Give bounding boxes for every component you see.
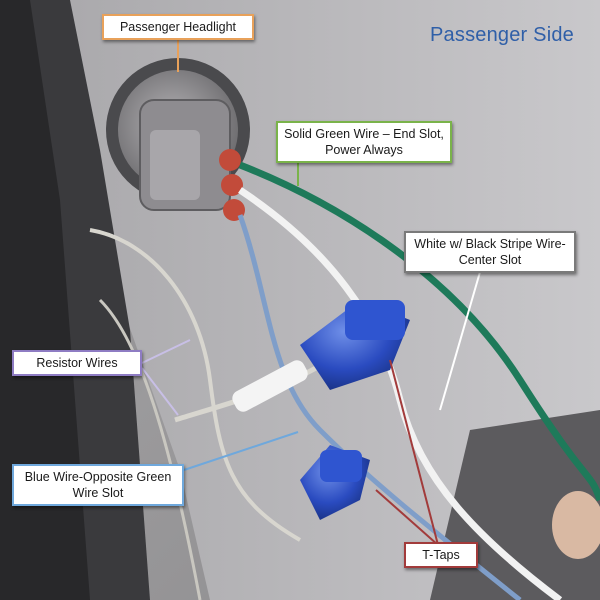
- t-tap-upper-cap: [345, 300, 405, 340]
- headlight-callout: Passenger Headlight: [102, 14, 254, 40]
- resistor-body: [232, 360, 308, 412]
- headlight-label: Passenger Headlight: [119, 20, 237, 34]
- blue-wire-label-line1: Blue Wire-Opposite Green: [24, 470, 172, 484]
- resistor-arrow-2: [141, 367, 179, 416]
- resistor-callout: Resistor Wires: [12, 350, 142, 376]
- resistor-wire-3: [98, 298, 202, 600]
- blue-wire-label-line2: Wire Slot: [72, 486, 124, 500]
- terminal-1: [219, 149, 241, 171]
- ttap-arrow-2: [375, 489, 439, 546]
- t-tap-lower-cap: [320, 450, 362, 482]
- resistor-label: Resistor Wires: [36, 356, 118, 370]
- white-wire-label-line1: White w/ Black Stripe Wire-: [414, 237, 566, 251]
- resistor-arrow-1: [141, 339, 191, 364]
- dark-frame-shadow: [0, 0, 90, 600]
- blue-wire: [237, 214, 522, 600]
- blue-wire-callout: Blue Wire-Opposite Green Wire Slot: [12, 464, 184, 506]
- page-title: Passenger Side: [430, 24, 575, 46]
- connector-latch: [150, 130, 200, 200]
- ttaps-label: T-Taps: [422, 548, 460, 562]
- green-wire-callout: Solid Green Wire – End Slot, Power Alway…: [276, 121, 452, 163]
- green-wire-label-line2: Power Always: [325, 143, 403, 157]
- terminal-2: [221, 174, 243, 196]
- white-wire-label-line2: Center Slot: [458, 253, 522, 267]
- blue-wire-arrow: [183, 431, 299, 471]
- white-wire-arrow: [439, 271, 481, 411]
- green-wire-label-line1: Solid Green Wire – End Slot,: [284, 127, 444, 141]
- finger: [552, 491, 600, 559]
- ttaps-callout: T-Taps: [404, 542, 478, 568]
- resistor-wire-1: [89, 228, 301, 542]
- ttap-arrow-1: [389, 359, 439, 546]
- white-wire-callout: White w/ Black Stripe Wire- Center Slot: [404, 231, 576, 273]
- green-wire: [238, 161, 600, 502]
